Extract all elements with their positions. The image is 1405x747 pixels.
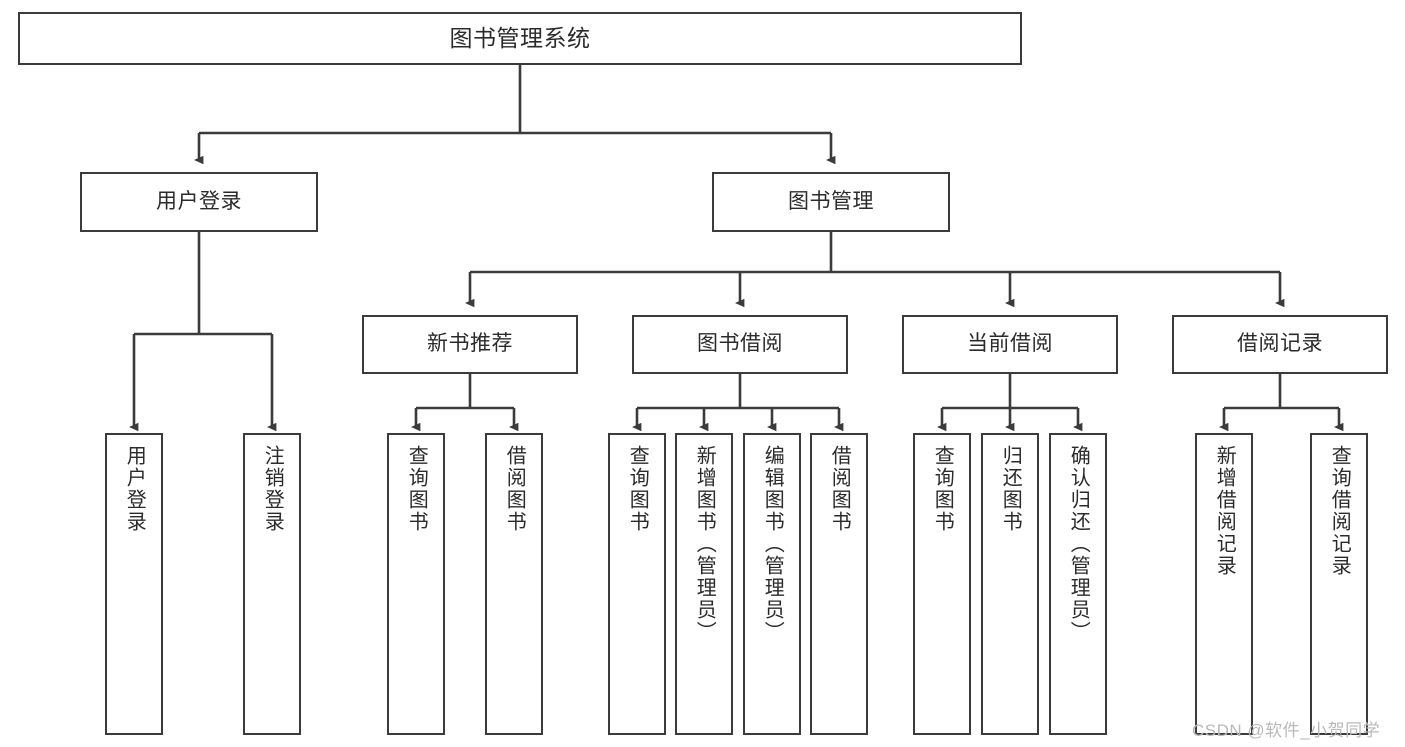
- leaf-current-return-book[interactable]: 归还图书: [981, 433, 1039, 735]
- node-label: 新增图书（管理员）: [693, 445, 716, 643]
- node-label: 用户登录: [156, 189, 242, 213]
- node-borrow-records[interactable]: 借阅记录: [1172, 315, 1388, 374]
- node-label: 注销登录: [261, 445, 284, 533]
- node-label: 借阅图书: [828, 445, 851, 533]
- node-label: 借阅记录: [1237, 332, 1323, 356]
- csdn-watermark: CSDN @软件_小贺同学: [1192, 721, 1381, 740]
- node-label: 新书推荐: [427, 332, 513, 356]
- node-book-borrow[interactable]: 图书借阅: [632, 315, 848, 374]
- leaf-current-confirm-return-admin[interactable]: 确认归还（管理员）: [1049, 433, 1107, 735]
- node-label: 图书管理: [788, 189, 874, 213]
- node-label: 编辑图书（管理员）: [761, 445, 784, 643]
- node-label: 用户登录: [123, 445, 146, 533]
- leaf-borrow-edit-book-admin[interactable]: 编辑图书（管理员）: [743, 433, 801, 735]
- node-label: 查询图书: [405, 445, 428, 533]
- leaf-recommend-query-book[interactable]: 查询图书: [387, 433, 445, 735]
- node-label: 借阅图书: [503, 445, 526, 533]
- node-current-borrow[interactable]: 当前借阅: [902, 315, 1118, 374]
- leaf-user-login-login[interactable]: 用户登录: [105, 433, 163, 735]
- node-label: 当前借阅: [967, 332, 1053, 356]
- leaf-records-query-record[interactable]: 查询借阅记录: [1310, 433, 1368, 735]
- leaf-records-add-record[interactable]: 新增借阅记录: [1195, 433, 1253, 735]
- node-label: 查询图书: [931, 445, 954, 533]
- leaf-borrow-query-book[interactable]: 查询图书: [608, 433, 666, 735]
- node-label: 图书管理系统: [449, 24, 591, 51]
- leaf-borrow-add-book-admin[interactable]: 新增图书（管理员）: [675, 433, 733, 735]
- leaf-borrow-borrow-book[interactable]: 借阅图书: [810, 433, 868, 735]
- leaf-user-login-logout[interactable]: 注销登录: [243, 433, 301, 735]
- node-root-book-management-system[interactable]: 图书管理系统: [18, 12, 1022, 65]
- node-label: 归还图书: [999, 445, 1022, 533]
- node-label: 查询图书: [626, 445, 649, 533]
- node-label: 确认归还（管理员）: [1067, 445, 1090, 643]
- node-label: 查询借阅记录: [1328, 445, 1351, 577]
- node-book-management[interactable]: 图书管理: [712, 172, 950, 232]
- node-user-login[interactable]: 用户登录: [80, 172, 318, 232]
- node-label: 新增借阅记录: [1213, 445, 1236, 577]
- node-label: 图书借阅: [697, 332, 783, 356]
- node-new-book-recommend[interactable]: 新书推荐: [362, 315, 578, 374]
- leaf-current-query-book[interactable]: 查询图书: [913, 433, 971, 735]
- leaf-recommend-borrow-book[interactable]: 借阅图书: [485, 433, 543, 735]
